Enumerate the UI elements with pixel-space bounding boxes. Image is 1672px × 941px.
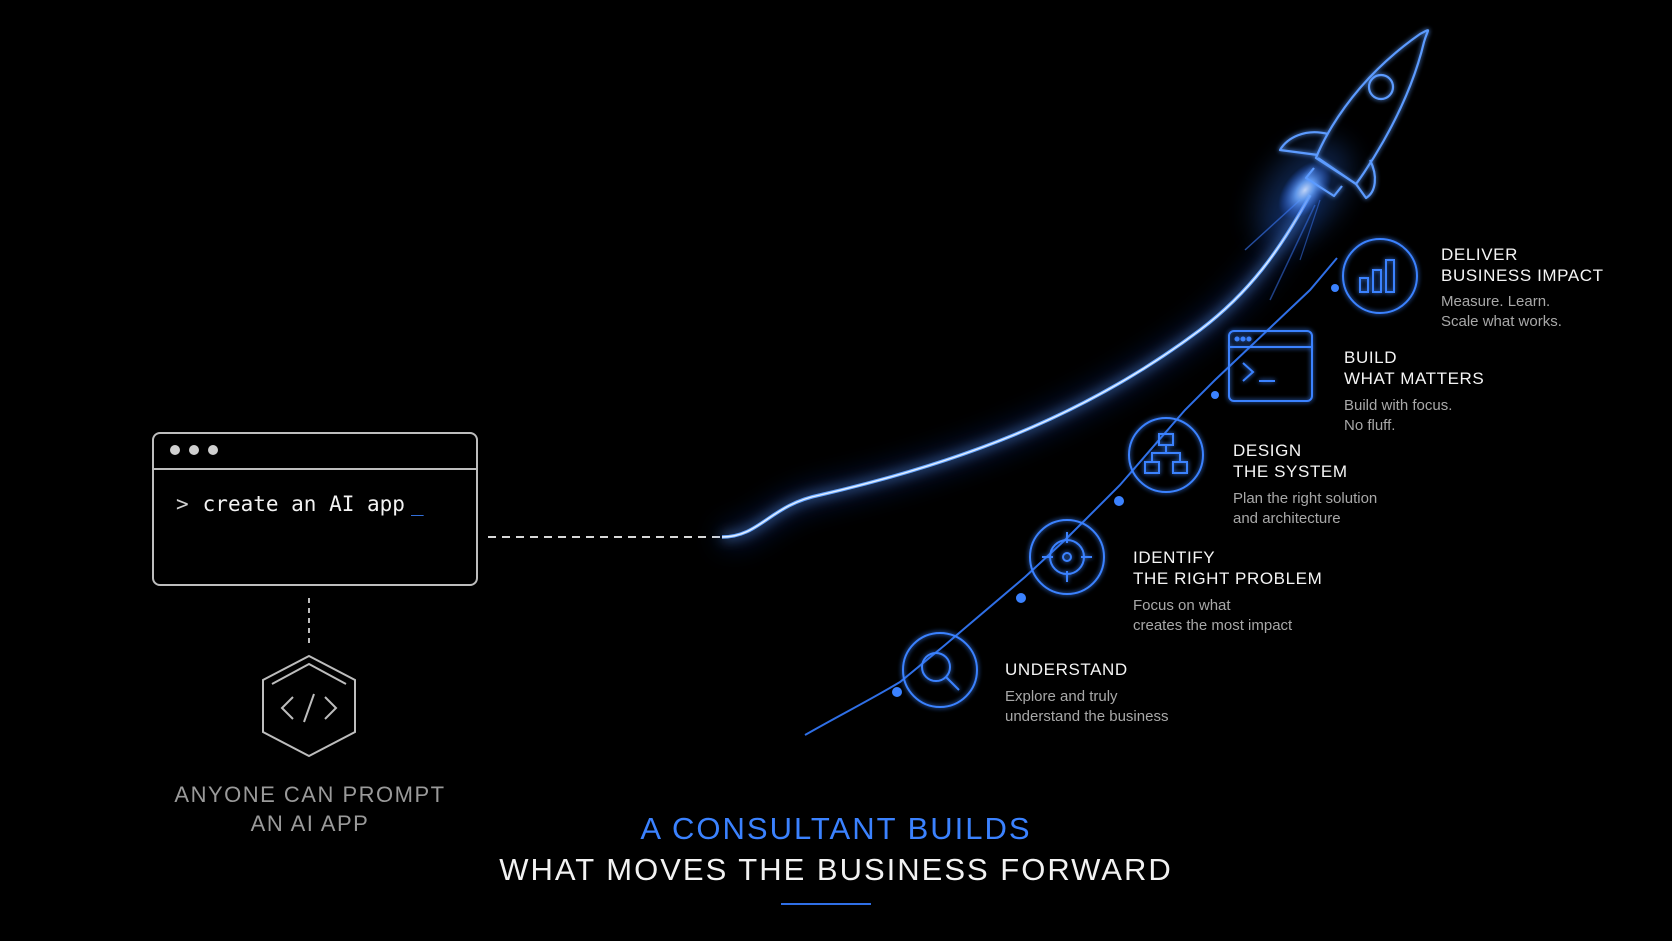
left-caption: ANYONE CAN PROMPT AN AI APP bbox=[150, 780, 470, 838]
search-icon bbox=[902, 632, 978, 708]
step-build-desc: Build with focus. No fluff. bbox=[1344, 397, 1453, 434]
window-dot bbox=[208, 445, 218, 455]
path-dot bbox=[1211, 391, 1219, 399]
step-identify-desc: Focus on what creates the most impact bbox=[1133, 597, 1293, 634]
step-design-title: DESIGN THE SYSTEM bbox=[1233, 441, 1348, 481]
hierarchy-icon bbox=[1128, 417, 1204, 493]
terminal-window: > create an AI app_ bbox=[152, 432, 478, 586]
terminal-command: create an AI app bbox=[202, 492, 405, 516]
terminal-icon bbox=[1228, 330, 1313, 402]
step-understand-desc: Explore and truly understand the busines… bbox=[1005, 688, 1169, 725]
rocket-icon bbox=[1278, 29, 1430, 200]
code-icon bbox=[262, 654, 356, 758]
terminal-cursor: _ bbox=[410, 492, 424, 516]
terminal-title-bar bbox=[154, 434, 476, 470]
left-caption-line2: AN AI APP bbox=[250, 811, 370, 836]
bar-chart-icon bbox=[1342, 238, 1418, 314]
prompt-chevron-icon: > bbox=[176, 492, 189, 516]
target-icon bbox=[1029, 519, 1105, 595]
terminal-command-line: > create an AI app_ bbox=[176, 492, 424, 516]
headline-main: WHAT MOVES THE BUSINESS FORWARD bbox=[499, 852, 1173, 887]
path-dot bbox=[1114, 496, 1124, 506]
path-dot bbox=[892, 687, 902, 697]
headline-accent: A CONSULTANT BUILDS bbox=[640, 811, 1032, 846]
path-dot bbox=[1331, 284, 1339, 292]
headline-underline bbox=[781, 903, 871, 905]
window-dot bbox=[189, 445, 199, 455]
step-build-title: BUILD WHAT MATTERS bbox=[1344, 348, 1485, 388]
step-deliver-desc: Measure. Learn. Scale what works. bbox=[1441, 293, 1562, 330]
step-understand-title: UNDERSTAND bbox=[1005, 660, 1128, 679]
growth-curve bbox=[721, 194, 1312, 539]
window-dot bbox=[170, 445, 180, 455]
step-identify-title: IDENTIFY THE RIGHT PROBLEM bbox=[1133, 548, 1323, 588]
path-dot bbox=[1016, 593, 1026, 603]
step-design-desc: Plan the right solution and architecture bbox=[1233, 490, 1378, 527]
step-deliver-title: DELIVER BUSINESS IMPACT bbox=[1441, 245, 1604, 285]
steps-path bbox=[804, 257, 1338, 736]
left-caption-line1: ANYONE CAN PROMPT bbox=[174, 782, 446, 807]
